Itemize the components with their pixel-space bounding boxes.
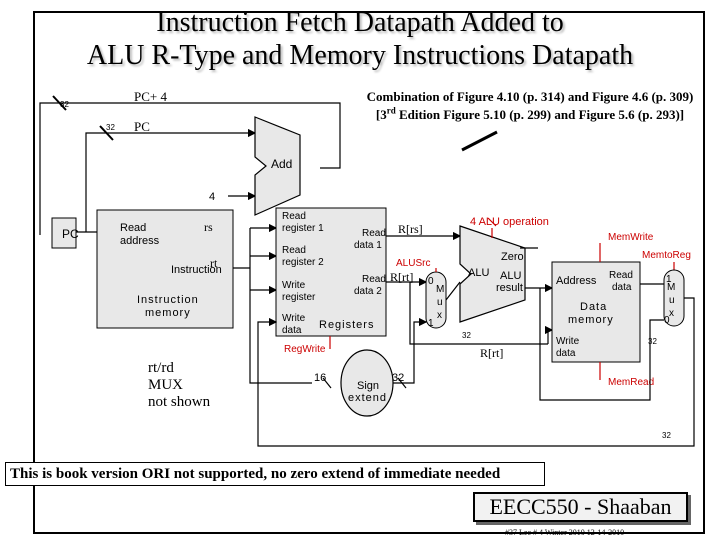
- alu-unit: [459, 225, 526, 323]
- bus-slash-a: [52, 95, 67, 111]
- imem-instruction-label: Instruction: [171, 264, 222, 276]
- memwrite-label: MemWrite: [608, 232, 654, 243]
- alu-result-2: result: [496, 282, 523, 294]
- mux-note: rt/rd MUX not shown: [148, 360, 210, 411]
- instruction-memory: [96, 209, 234, 329]
- register-read-wires: [386, 231, 554, 345]
- pc-plus4-wires: [39, 102, 341, 235]
- r-rs-label: R[rs]: [398, 222, 423, 236]
- memtoreg-mux-u: u: [669, 295, 675, 306]
- sign-in-width: 16: [314, 372, 326, 384]
- sign-in-slash: [322, 377, 332, 389]
- rd1-2: data 1: [354, 240, 382, 251]
- pc-register: [51, 217, 77, 249]
- slide-frame: [33, 11, 705, 534]
- dm-read-2: data: [612, 282, 632, 293]
- wd-2: data: [282, 325, 302, 336]
- imem-title-2: memory: [145, 307, 191, 319]
- alu-result-1: ALU: [500, 270, 521, 282]
- width-32-c: 32: [462, 331, 471, 340]
- sign-extend-2: extend: [348, 392, 387, 404]
- alusrc-out-wire: [445, 281, 461, 301]
- callout-prefix: [3: [375, 107, 387, 122]
- regwrite-label: RegWrite: [284, 344, 326, 355]
- figure-reference-callout: Combination of Figure 4.10 (p. 314) and …: [345, 88, 715, 130]
- width-32-d: 32: [648, 337, 657, 346]
- constant-four: 4: [209, 191, 215, 203]
- r-rt-label-2: R[rt]: [480, 346, 503, 360]
- zero-label: Zero: [501, 251, 524, 263]
- callout-sup: rd: [386, 105, 396, 116]
- bus-slash-b: [99, 125, 114, 141]
- memtoreg-mux-1: 1: [666, 274, 672, 285]
- memread-label: MemRead: [608, 377, 654, 388]
- dm-read-1: Read: [609, 270, 633, 281]
- data-memory: [551, 261, 641, 363]
- memtoreg-mux-0: 0: [664, 315, 670, 326]
- mux-note-line-3: not shown: [148, 394, 211, 410]
- course-badge: EECC550 - Shaaban: [473, 492, 688, 522]
- registers-label: Registers: [319, 319, 374, 331]
- rd2-2: data 2: [354, 286, 382, 297]
- rs-label: rs: [204, 220, 213, 234]
- rr1-2: register 1: [282, 223, 324, 234]
- slide-title: Instruction Fetch Datapath Added to ALU …: [0, 6, 720, 72]
- dm-address-label: Address: [556, 275, 597, 287]
- alusrc-mux-m: M: [436, 284, 444, 295]
- memory-wires: [257, 283, 695, 447]
- rr2-2: register 2: [282, 257, 324, 268]
- bottom-note: This is book version ORI not supported, …: [5, 462, 545, 486]
- imem-title-1: Instruction: [137, 294, 199, 306]
- memtoreg-mux-m: M: [667, 282, 675, 293]
- pc-label: PC: [62, 227, 79, 241]
- mux-note-line-2: MUX: [148, 377, 184, 393]
- alusrc-mux-0: 0: [428, 276, 434, 287]
- r-rt-label-1: R[rt]: [390, 270, 413, 284]
- pc-bus-label: PC: [134, 119, 150, 134]
- alu-operation-label: 4 ALU operation: [470, 216, 549, 228]
- imem-read-label-1: Read: [120, 222, 146, 234]
- callout-suffix: Edition Figure 5.10 (p. 299) and Figure …: [395, 107, 685, 122]
- width-32-b: 32: [106, 123, 115, 132]
- memtoreg-label: MemtoReg: [642, 250, 691, 261]
- adder-unit: [254, 116, 301, 216]
- rr1-1: Read: [282, 211, 306, 222]
- alu-label: ALU: [468, 267, 489, 279]
- rd1-1: Read: [362, 228, 386, 239]
- instruction-wires: [233, 223, 312, 384]
- alusrc-mux-1: 1: [428, 318, 434, 329]
- rt-label: rt: [210, 256, 218, 270]
- mux-note-line-1: rt/rd: [148, 360, 174, 376]
- sign-extend-1: Sign: [357, 380, 379, 392]
- rd2-1: Read: [362, 274, 386, 285]
- width-32-e: 32: [662, 431, 671, 440]
- register-file: [275, 207, 387, 337]
- callout-pointer: [461, 130, 498, 152]
- alusrc-mux-x: x: [437, 310, 442, 321]
- memtoreg-mux-x: x: [669, 308, 674, 319]
- sign-to-mux-wire: [393, 317, 428, 384]
- width-32-a: 32: [60, 100, 69, 109]
- dm-write-1: Write: [556, 336, 580, 347]
- callout-line-2: [3rd Edition Figure 5.10 (p. 299) and Fi…: [345, 106, 715, 124]
- wd-1: Write: [282, 313, 306, 324]
- callout-line-1: Combination of Figure 4.10 (p. 314) and …: [366, 89, 694, 104]
- wr-1: Write: [282, 280, 306, 291]
- adder-label: Add: [271, 157, 292, 171]
- imem-read-label-2: address: [120, 235, 160, 247]
- rr2-1: Read: [282, 245, 306, 256]
- title-line-2: ALU R-Type and Memory Instructions Datap…: [86, 40, 634, 71]
- dm-write-2: data: [556, 348, 576, 359]
- dm-title-1: Data: [580, 301, 607, 313]
- alu-op-slash: [487, 217, 497, 227]
- alusrc-mux-u: u: [437, 297, 443, 308]
- dm-title-2: memory: [568, 314, 614, 326]
- title-line-1: Instruction Fetch Datapath Added to: [156, 7, 564, 38]
- wr-2: register: [282, 292, 316, 303]
- pc-plus4-label: PC+ 4: [134, 89, 167, 104]
- slide-footer: #37 Lec # 4 Winter 2010 12-14-2010: [505, 528, 625, 537]
- alusrc-label: ALUSrc: [396, 258, 430, 269]
